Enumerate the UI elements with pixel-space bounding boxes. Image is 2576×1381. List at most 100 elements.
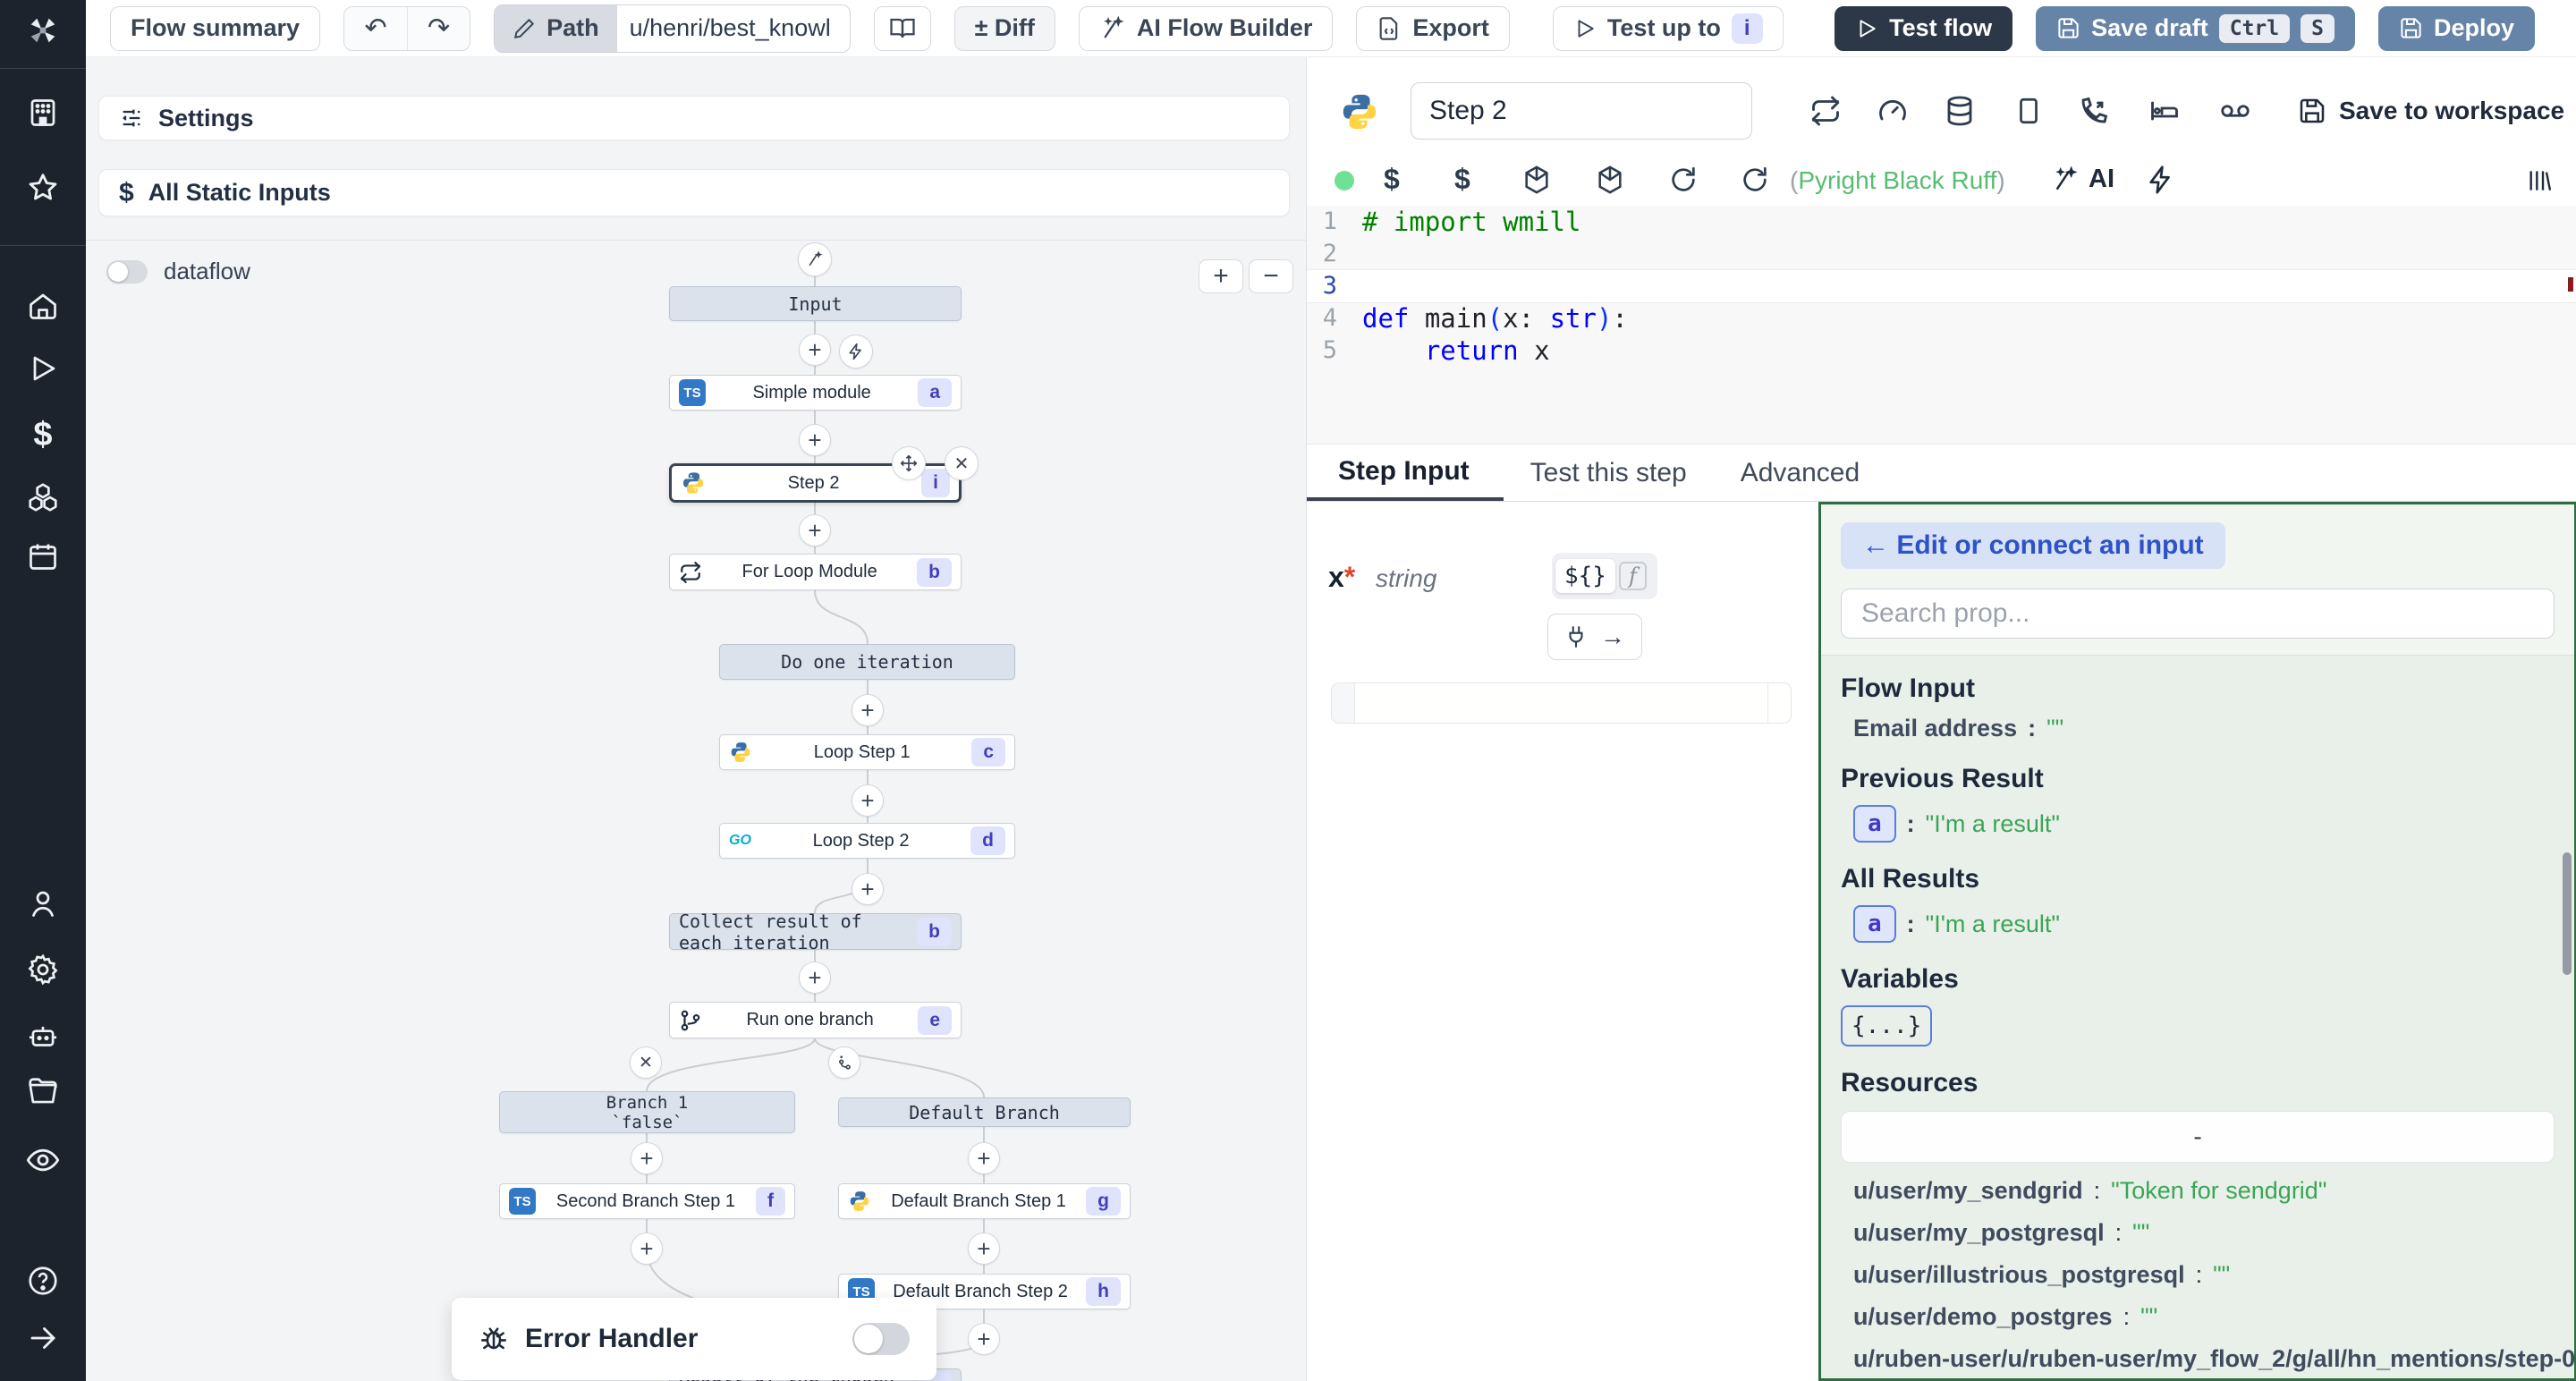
flow-node-simple-module[interactable]: TS Simple module a xyxy=(669,375,962,411)
resource-row[interactable]: u/user/illustrious_postgresql:"" xyxy=(1853,1261,2231,1288)
insert-step-button[interactable]: + xyxy=(799,334,831,366)
flow-node-step-2[interactable]: Step 2 i xyxy=(669,463,962,503)
user-icon[interactable] xyxy=(0,885,86,921)
schedules-calendar-icon[interactable] xyxy=(0,538,86,574)
search-prop-input[interactable] xyxy=(1841,589,2555,639)
workspace-building-icon[interactable] xyxy=(0,95,86,131)
bolt-icon[interactable] xyxy=(2146,165,2176,195)
flow-node-input[interactable]: Input xyxy=(669,286,962,321)
folders-icon[interactable] xyxy=(0,1074,86,1110)
windmill-logo-icon[interactable] xyxy=(0,11,86,50)
flow-node-loop-step-2[interactable]: GO Loop Step 2 d xyxy=(719,823,1015,859)
insert-step-button[interactable]: + xyxy=(968,1233,1000,1265)
save-to-workspace-button[interactable]: Save to workspace xyxy=(2298,97,2564,125)
insert-step-button[interactable]: + xyxy=(631,1233,663,1265)
settings-row[interactable]: Settings xyxy=(98,96,1290,140)
redo-button[interactable]: ↷ xyxy=(407,6,470,50)
resource-select[interactable]: - xyxy=(1841,1111,2555,1163)
insert-step-button[interactable]: + xyxy=(799,424,831,456)
insert-step-button[interactable]: + xyxy=(852,784,884,817)
insert-step-button[interactable]: + xyxy=(968,1323,1000,1355)
retry-icon[interactable] xyxy=(1809,95,1842,127)
variable-picker-icon[interactable]: $ xyxy=(1384,163,1400,195)
insert-step-button[interactable]: + xyxy=(968,1142,1000,1174)
previous-result-row[interactable]: a :"I'm a result" xyxy=(1841,805,2555,843)
code-line-5[interactable]: 5 return x xyxy=(1322,335,1550,366)
variables-object-badge[interactable]: {...} xyxy=(1841,1005,1933,1046)
arg-value-input[interactable] xyxy=(1331,682,1792,724)
insert-step-button[interactable]: + xyxy=(799,962,831,994)
path-input[interactable] xyxy=(616,4,850,52)
test-up-to-button[interactable]: Test up to i xyxy=(1552,5,1784,51)
reload-icon[interactable] xyxy=(1740,165,1770,195)
test-flow-button[interactable]: Test flow xyxy=(1835,5,2013,51)
variables-dollar-icon[interactable]: $ xyxy=(33,415,53,453)
code-line-2[interactable]: 2 xyxy=(1322,240,1337,267)
fx-mode-button[interactable]: f xyxy=(1618,562,1647,590)
sleep-icon[interactable] xyxy=(2148,95,2182,127)
flow-node-second-branch-step-1[interactable]: TS Second Branch Step 1 f xyxy=(499,1183,795,1219)
remove-branch-button[interactable]: ✕ xyxy=(630,1046,662,1079)
error-handler-toggle[interactable] xyxy=(852,1323,910,1355)
step-id-badge[interactable]: a xyxy=(1853,805,1896,843)
edit-or-connect-button[interactable]: ← Edit or connect an input xyxy=(1841,522,2225,569)
insert-step-button[interactable]: + xyxy=(799,514,831,546)
runs-play-icon[interactable] xyxy=(0,351,86,386)
step-id-badge[interactable]: a xyxy=(1853,905,1896,943)
move-node-button[interactable] xyxy=(892,446,926,480)
favorites-star-icon[interactable] xyxy=(0,170,86,206)
audit-eye-icon[interactable] xyxy=(0,1142,86,1178)
docs-book-button[interactable] xyxy=(873,5,931,51)
code-line-1[interactable]: 1# import wmill xyxy=(1322,207,1581,237)
add-branch-button[interactable] xyxy=(828,1046,860,1079)
tab-test-this-step[interactable]: Test this step xyxy=(1530,457,1687,487)
insert-step-button[interactable]: + xyxy=(631,1142,663,1174)
flow-node-loop-step-1[interactable]: Loop Step 1 c xyxy=(719,734,1015,770)
home-icon[interactable] xyxy=(0,288,86,324)
resource-row[interactable]: u/user/demo_postgres:"" xyxy=(1853,1303,2158,1330)
connect-panel-scrollbar[interactable] xyxy=(2563,852,2572,975)
resource-row[interactable]: u/user/my_sendgrid:"Token for sendgrid" xyxy=(1853,1177,2327,1204)
flow-node-default-branch[interactable]: Default Branch xyxy=(838,1097,1131,1127)
reload-icon[interactable] xyxy=(1668,165,1699,195)
suspend-phone-icon[interactable] xyxy=(2078,95,2110,127)
all-results-row[interactable]: a :"I'm a result" xyxy=(1841,905,2555,943)
resource-picker-icon[interactable]: $ xyxy=(1454,163,1470,195)
tab-step-input[interactable]: Step Input xyxy=(1307,445,1504,501)
all-static-inputs-row[interactable]: $ All Static Inputs xyxy=(98,169,1290,216)
step-name-input[interactable] xyxy=(1411,82,1752,140)
insert-step-button[interactable]: + xyxy=(852,873,884,905)
trigger-bolt-button[interactable] xyxy=(839,335,873,369)
resource-row[interactable]: u/ruben-user/u/ruben-user/my_flow_2/g/al… xyxy=(1853,1345,2574,1372)
connect-input-button[interactable]: → xyxy=(1547,614,1642,660)
flow-node-branch-1[interactable]: Branch 1 `false` xyxy=(499,1091,795,1133)
flow-node-for-loop[interactable]: For Loop Module b xyxy=(669,554,962,590)
flow-input-email-row[interactable]: Email address:"" xyxy=(1853,715,2064,741)
ai-flow-builder-button[interactable]: AI Flow Builder xyxy=(1078,5,1334,51)
flow-node-default-branch-step-1[interactable]: Default Branch Step 1 g xyxy=(838,1183,1131,1219)
library-icon[interactable] xyxy=(2525,166,2554,195)
flow-summary-button[interactable]: Flow summary xyxy=(110,5,321,51)
dataflow-toggle[interactable] xyxy=(106,259,148,284)
insert-step-button[interactable]: + xyxy=(852,694,884,726)
package-icon[interactable] xyxy=(1595,165,1625,195)
delete-node-button[interactable]: ✕ xyxy=(945,446,979,480)
diff-button[interactable]: ± Diff xyxy=(953,5,1055,51)
collapse-arrow-icon[interactable] xyxy=(0,1320,86,1356)
resource-row[interactable]: u/user/my_postgresql:"" xyxy=(1853,1219,2150,1246)
voicemail-icon[interactable] xyxy=(2217,95,2253,127)
undo-button[interactable]: ↶ xyxy=(344,7,407,50)
code-line-3[interactable]: 3 xyxy=(1307,270,2576,302)
export-button[interactable]: Export xyxy=(1356,5,1510,51)
path-button[interactable]: Path xyxy=(495,4,617,52)
save-draft-button[interactable]: Save draft Ctrl S xyxy=(2036,5,2355,51)
ai-wand-circle-button[interactable] xyxy=(798,242,832,276)
flow-node-do-one-iteration[interactable]: Do one iteration xyxy=(719,644,1015,680)
cache-database-icon[interactable] xyxy=(1944,95,1976,127)
settings-gear-icon[interactable] xyxy=(0,952,86,987)
zoom-out-button[interactable]: − xyxy=(1249,259,1293,293)
tab-advanced[interactable]: Advanced xyxy=(1740,457,1860,487)
help-icon[interactable] xyxy=(0,1263,86,1299)
